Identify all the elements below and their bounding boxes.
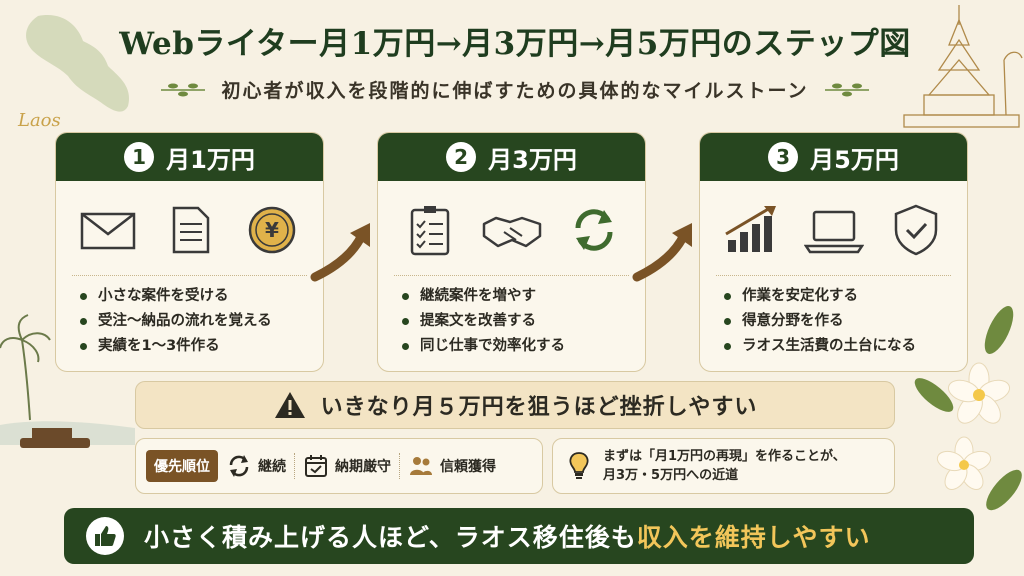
envelope-icon — [80, 212, 135, 250]
left-sprig-icon — [161, 83, 206, 96]
lightbulb-icon — [569, 452, 589, 479]
footer-text-main: 小さく積み上げる人ほど、ラオス移住後も — [144, 523, 637, 552]
step-heading-2: 月3万円 — [488, 145, 577, 174]
shield-check-icon — [894, 204, 937, 256]
checklist-icon — [410, 206, 449, 256]
step-card-1: 1 月1万円 ¥ 小さな案件を受ける 受注〜納品の流れを覚える 実績を1〜3件作… — [55, 132, 324, 372]
list-item: 同じ仕事で効率化する — [402, 334, 645, 359]
step-arrow-1-icon — [310, 223, 370, 282]
step-bullets-2: 継続案件を増やす 提案文を改善する 同じ仕事で効率化する — [378, 284, 645, 359]
step-card-3: 3 月5万円 作業を安定化する 得意分野を作る ラオス生活費の土台になる — [699, 132, 968, 372]
list-item: 得意分野を作る — [724, 309, 967, 334]
step-bullets-3: 作業を安定化する 得意分野を作る ラオス生活費の土台になる — [700, 284, 967, 359]
priority-item-label: 信頼獲得 — [440, 459, 496, 475]
step-number-3: 3 — [768, 142, 799, 172]
frangipani-illustration — [914, 306, 1022, 511]
priority-item-label: 納期厳守 — [335, 459, 391, 475]
svg-text:¥: ¥ — [265, 218, 279, 242]
step-number-2: 2 — [446, 142, 477, 172]
step-divider-2 — [394, 275, 629, 276]
people-icon — [410, 457, 432, 475]
warning-text: いきなり月５万円を狙うほど挫折しやすい — [320, 395, 758, 420]
priority-item-deadline: 納期厳守 — [303, 453, 400, 479]
refresh-icon — [229, 455, 249, 477]
step-divider-3 — [716, 275, 951, 276]
footer-text: 小さく積み上げる人ほど、ラオス移住後も収入を維持しやすい — [144, 518, 871, 554]
document-icon — [172, 206, 209, 254]
footer-banner: 小さく積み上げる人ほど、ラオス移住後も収入を維持しやすい — [64, 508, 974, 564]
right-sprig-icon — [824, 83, 869, 96]
footer-text-highlight: 収入を維持しやすい — [636, 523, 871, 552]
palm-river-illustration — [0, 314, 135, 448]
page-subtitle: 初心者が収入を段階的に伸ばすための具体的なマイルストーン — [221, 80, 809, 102]
list-item: 実績を1〜3件作る — [80, 334, 323, 359]
list-item: 小さな案件を受ける — [80, 284, 323, 309]
priority-box: 優先順位 継続 納期厳守 信頼獲得 — [135, 438, 543, 494]
laos-map-label: Laos — [18, 110, 61, 131]
thumbs-up-icon — [86, 517, 124, 555]
step-icons-1: ¥ — [56, 191, 323, 269]
list-item: 受注〜納品の流れを覚える — [80, 309, 323, 334]
step-header-3: 3 月5万円 — [700, 133, 967, 181]
tip-line-2: 月3万・5万円への近道 — [603, 468, 739, 483]
step-divider-1 — [72, 275, 307, 276]
laos-map-illustration — [26, 15, 129, 112]
list-item: 作業を安定化する — [724, 284, 967, 309]
step-arrow-2-icon — [632, 223, 692, 282]
step-icons-3 — [700, 191, 967, 269]
refresh-icon — [574, 209, 613, 251]
page-title: Webライター月1万円→月3万円→月5万円のステップ図 — [119, 26, 911, 62]
step-header-1: 1 月1万円 — [56, 133, 323, 181]
step-header-2: 2 月3万円 — [378, 133, 645, 181]
step-heading-1: 月1万円 — [166, 145, 255, 174]
tip-box: まずは「月1万円の再現」を作ることが、 月3万・5万円への近道 — [552, 438, 895, 494]
priority-item-continuity: 継続 — [226, 453, 295, 479]
tip-text: まずは「月1万円の再現」を作ることが、 月3万・5万円への近道 — [603, 447, 846, 485]
tip-line-1: まずは「月1万円の再現」を作ることが、 — [603, 449, 846, 464]
priority-item-label: 継続 — [258, 459, 286, 475]
warning-banner: いきなり月５万円を狙うほど挫折しやすい — [135, 381, 895, 429]
laptop-icon — [803, 210, 864, 254]
step-heading-3: 月5万円 — [810, 145, 899, 174]
list-item: 継続案件を増やす — [402, 284, 645, 309]
step-bullets-1: 小さな案件を受ける 受注〜納品の流れを覚える 実績を1〜3件作る — [56, 284, 323, 359]
temple-illustration — [903, 5, 1023, 128]
handshake-icon — [482, 216, 541, 248]
step-card-2: 2 月3万円 継続案件を増やす 提案文を改善する 同じ仕事で効率化する — [377, 132, 646, 372]
list-item: ラオス生活費の土台になる — [724, 334, 967, 359]
step-icons-2 — [378, 191, 645, 269]
priority-item-trust: 信頼獲得 — [408, 453, 504, 479]
priority-label: 優先順位 — [146, 450, 218, 482]
warning-icon — [274, 392, 305, 418]
calendar-check-icon — [305, 455, 327, 477]
yen-coin-icon: ¥ — [248, 206, 295, 254]
list-item: 提案文を改善する — [402, 309, 645, 334]
subtitle-row: 初心者が収入を段階的に伸ばすための具体的なマイルストーン — [150, 76, 880, 103]
growth-chart-icon — [724, 206, 776, 252]
step-number-1: 1 — [124, 142, 155, 172]
